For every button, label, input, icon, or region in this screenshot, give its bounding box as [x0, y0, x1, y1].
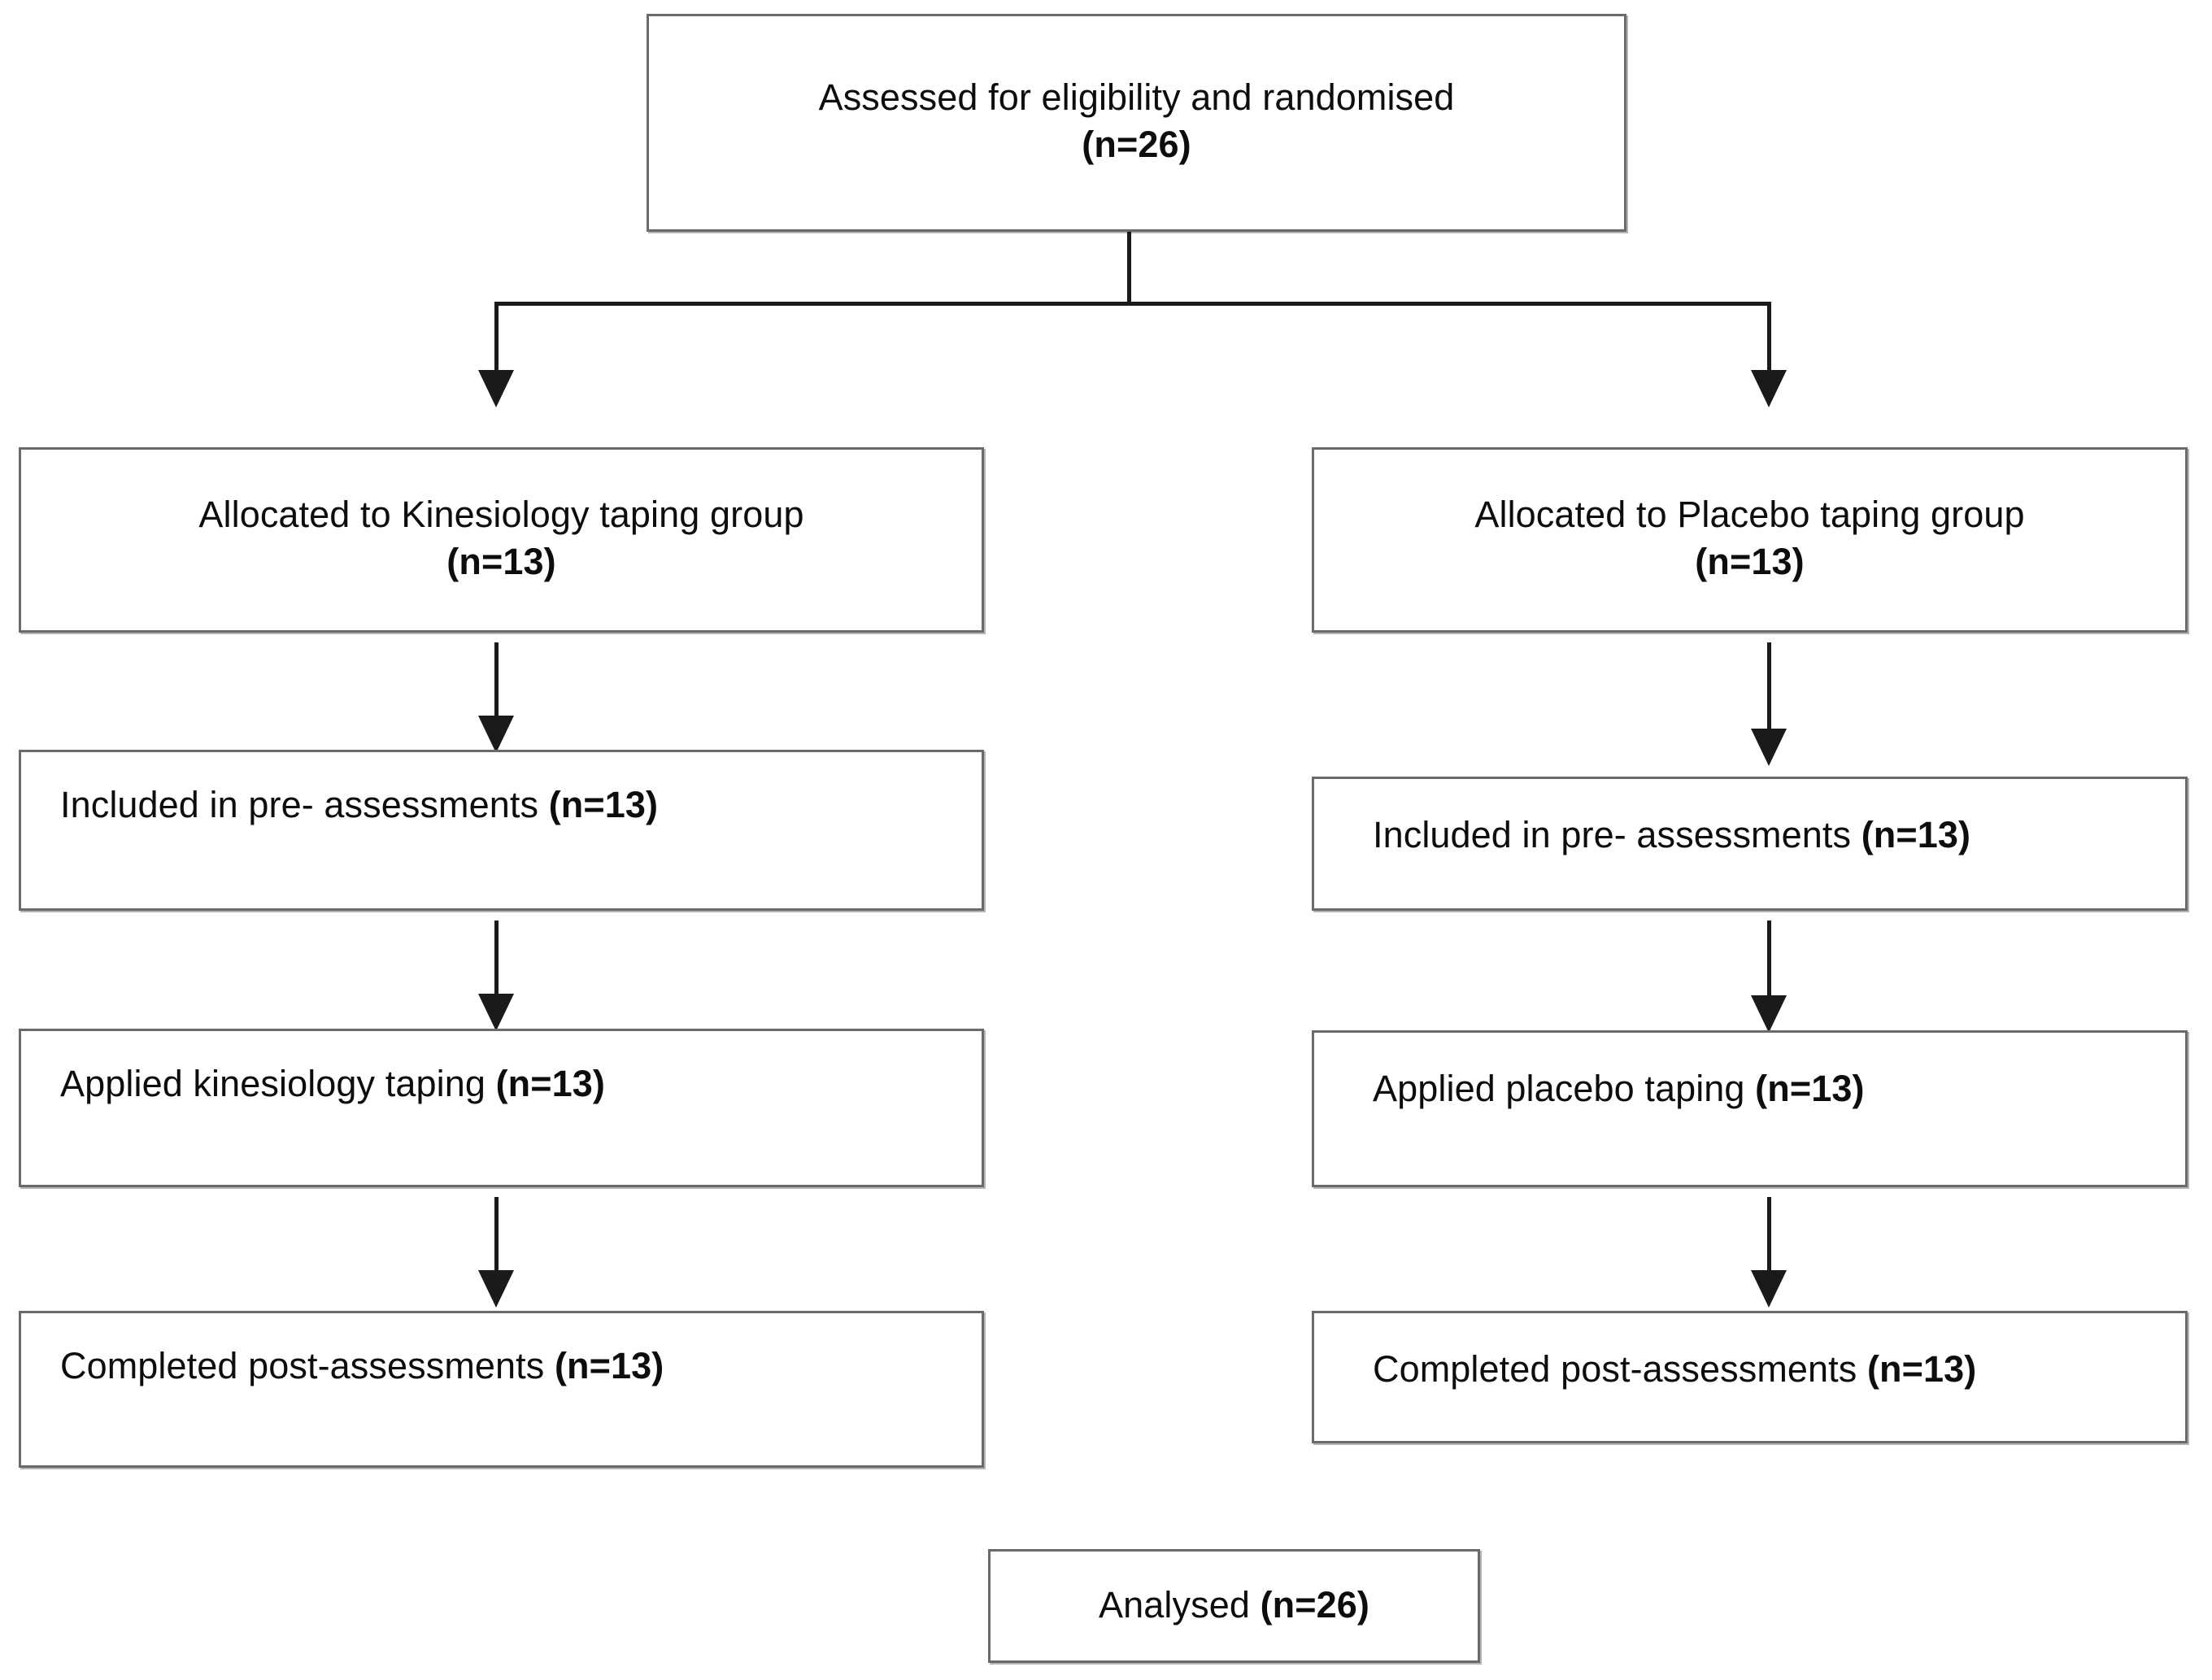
analysis-text: Analysed (n=26) — [991, 1582, 1478, 1629]
randomisation-bar-connector — [494, 302, 1771, 306]
enrollment-box: Assessed for eligibility and randomised(… — [647, 14, 1626, 232]
left-post-assessment-count: (n=13) — [554, 1345, 664, 1386]
left-allocation-to-pre-arrow-icon — [478, 716, 514, 753]
randomisation-right-drop-connector — [1767, 302, 1771, 373]
randomisation-right-arrow-icon — [1751, 370, 1787, 407]
left-intervention-text: Applied kinesiology taping (n=13) — [21, 1060, 982, 1108]
left-allocation-box: Allocated to Kinesiology taping group(n=… — [19, 447, 984, 633]
right-intervention-to-post-connector — [1767, 1197, 1771, 1273]
right-intervention-text: Applied placebo taping (n=13) — [1314, 1065, 2185, 1112]
left-post-assessment-box: Completed post-assessments (n=13) — [19, 1311, 984, 1468]
analysis-box: Analysed (n=26) — [988, 1549, 1480, 1663]
left-pre-assessment-count: (n=13) — [548, 784, 659, 825]
analysis-count: (n=26) — [1260, 1584, 1369, 1626]
randomisation-left-drop-connector — [494, 302, 499, 373]
right-post-assessment-label: Completed post-assessments — [1373, 1348, 1867, 1390]
left-intervention-box: Applied kinesiology taping (n=13) — [19, 1029, 984, 1187]
right-pre-to-intervention-arrow-icon — [1751, 995, 1787, 1033]
left-pre-assessment-label: Included in pre- assessments — [60, 784, 549, 825]
right-allocation-box: Allocated to Placebo taping group(n=13) — [1312, 447, 2188, 633]
left-intervention-to-post-connector — [494, 1197, 499, 1273]
enrollment-text: Assessed for eligibility and randomised(… — [649, 74, 1624, 168]
right-allocation-to-pre-arrow-icon — [1751, 729, 1787, 766]
randomisation-left-arrow-icon — [478, 370, 514, 407]
left-post-assessment-label: Completed post-assessments — [60, 1345, 555, 1386]
right-intervention-count: (n=13) — [1755, 1068, 1865, 1109]
left-pre-assessment-text: Included in pre- assessments (n=13) — [21, 781, 982, 829]
right-pre-assessment-label: Included in pre- assessments — [1373, 814, 1861, 855]
right-pre-assessment-text: Included in pre- assessments (n=13) — [1314, 812, 2185, 859]
left-allocation-line1: Allocated to Kinesiology taping group — [198, 494, 804, 536]
left-allocation-count: (n=13) — [446, 540, 556, 582]
right-post-assessment-text: Completed post-assessments (n=13) — [1314, 1346, 2185, 1393]
left-post-assessment-text: Completed post-assessments (n=13) — [21, 1343, 982, 1390]
left-allocation-to-pre-connector — [494, 642, 499, 719]
right-allocation-line1: Allocated to Placebo taping group — [1474, 494, 2025, 536]
enrollment-line1: Assessed for eligibility and randomised — [818, 76, 1455, 119]
right-pre-assessment-count: (n=13) — [1861, 814, 1971, 855]
left-intervention-label: Applied kinesiology taping — [60, 1063, 496, 1104]
right-pre-assessment-box: Included in pre- assessments (n=13) — [1312, 777, 2188, 911]
analysis-label: Analysed — [1099, 1584, 1261, 1626]
left-allocation-text: Allocated to Kinesiology taping group(n=… — [21, 491, 982, 585]
right-allocation-to-pre-connector — [1767, 642, 1771, 732]
left-intervention-count: (n=13) — [495, 1063, 605, 1104]
right-pre-to-intervention-connector — [1767, 921, 1771, 999]
randomisation-stem-connector — [1127, 232, 1131, 305]
left-pre-to-intervention-connector — [494, 921, 499, 997]
right-intervention-label: Applied placebo taping — [1373, 1068, 1756, 1109]
right-allocation-text: Allocated to Placebo taping group(n=13) — [1314, 491, 2185, 585]
left-pre-to-intervention-arrow-icon — [478, 994, 514, 1031]
right-intervention-box: Applied placebo taping (n=13) — [1312, 1030, 2188, 1187]
left-intervention-to-post-arrow-icon — [478, 1270, 514, 1308]
left-pre-assessment-box: Included in pre- assessments (n=13) — [19, 750, 984, 911]
right-post-assessment-box: Completed post-assessments (n=13) — [1312, 1311, 2188, 1443]
enrollment-count: (n=26) — [1082, 123, 1191, 165]
right-post-assessment-count: (n=13) — [1866, 1348, 1977, 1390]
right-intervention-to-post-arrow-icon — [1751, 1270, 1787, 1308]
right-allocation-count: (n=13) — [1695, 540, 1805, 582]
